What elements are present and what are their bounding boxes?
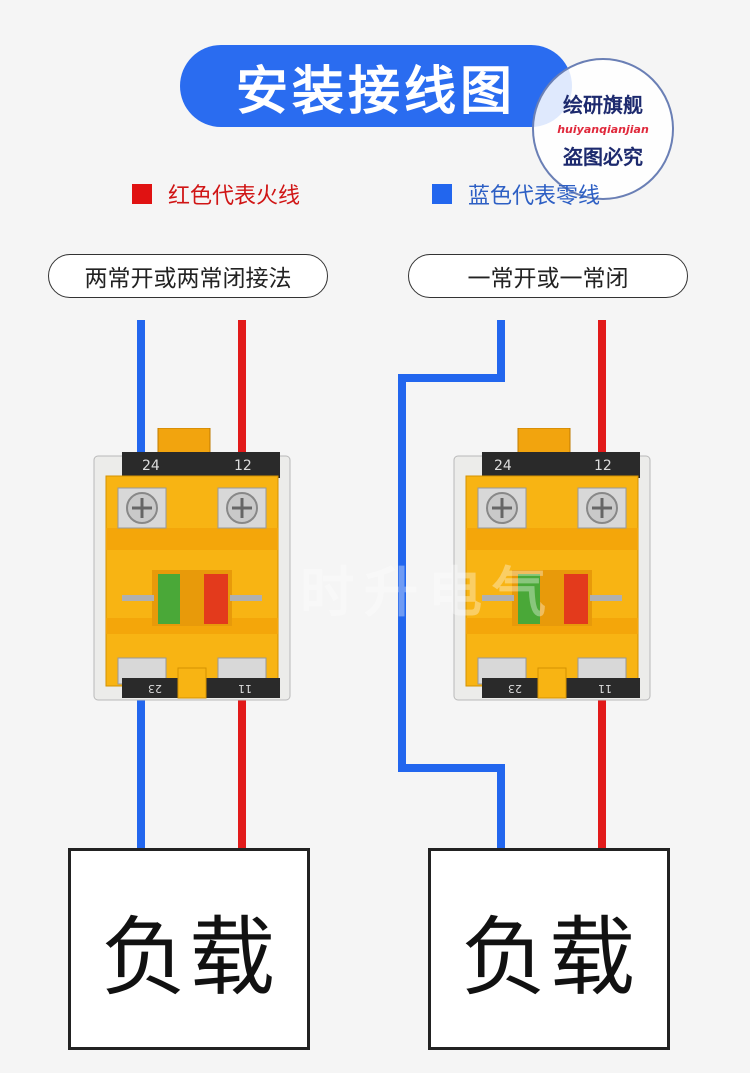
right-contact-block: 24 12 23 11 xyxy=(453,428,651,701)
left-blue-wire-top xyxy=(137,320,145,490)
left-red-wire-top xyxy=(238,320,246,492)
left-wiring-label: 两常开或两常闭接法 xyxy=(48,254,328,298)
stamp-line-1: 绘研旗舰 xyxy=(563,92,643,117)
legend-live-wire: 红色代表火线 xyxy=(132,178,300,210)
left-contact-block: 24 12 23 11 xyxy=(93,428,291,701)
terminal-label-23: 23 xyxy=(508,682,522,695)
right-red-wire-top xyxy=(598,320,606,492)
page-title: 安装接线图 xyxy=(235,61,516,122)
red-square-icon xyxy=(132,184,152,204)
watermark-stamp: 绘研旗舰 huiyanqianjian 盗图必究 xyxy=(532,58,674,200)
right-blue-wire-bypass xyxy=(398,374,406,772)
right-blue-wire-jog-top xyxy=(398,374,505,382)
left-red-wire-bottom xyxy=(238,680,246,848)
right-red-wire-bottom xyxy=(598,680,606,848)
stamp-line-2: huiyanqianjian xyxy=(557,122,649,136)
right-blue-wire-jog-bottom xyxy=(398,764,505,772)
terminal-label-11: 11 xyxy=(238,682,252,695)
brand-watermark: 时升电气 xyxy=(300,561,556,624)
legend-blue-label: 蓝色代表零线 xyxy=(468,184,601,209)
terminal-label-23: 23 xyxy=(148,682,162,695)
terminal-label-24: 24 xyxy=(142,458,160,474)
blue-square-icon xyxy=(432,184,452,204)
left-load-box: 负载 xyxy=(68,848,310,1050)
left-blue-wire-bottom xyxy=(137,680,145,848)
terminal-label-24: 24 xyxy=(494,458,512,474)
legend-red-label: 红色代表火线 xyxy=(168,184,301,209)
title-banner: 安装接线图 xyxy=(180,45,572,127)
terminal-label-12: 12 xyxy=(594,458,612,474)
right-blue-wire-bottom xyxy=(497,764,505,848)
terminal-label-12: 12 xyxy=(234,458,252,474)
stamp-line-3: 盗图必究 xyxy=(563,144,643,169)
terminal-label-11: 11 xyxy=(598,682,612,695)
right-wiring-label: 一常开或一常闭 xyxy=(408,254,688,298)
right-load-box: 负载 xyxy=(428,848,670,1050)
legend-neutral-wire: 蓝色代表零线 xyxy=(432,178,600,210)
right-blue-wire-top xyxy=(497,320,505,382)
